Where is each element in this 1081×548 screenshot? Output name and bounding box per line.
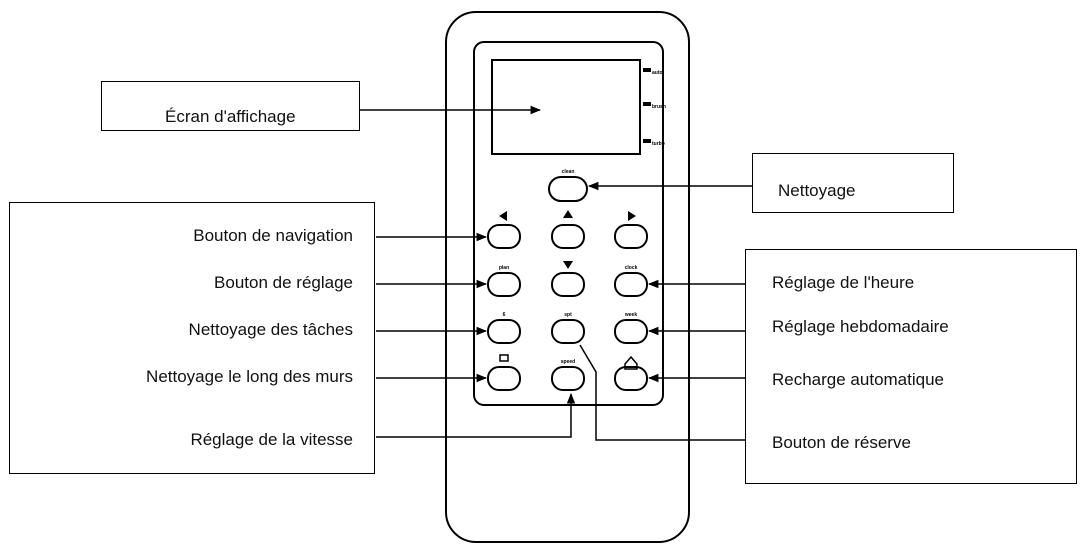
screen-tag-brush: brush [652,104,666,110]
week-button[interactable] [614,319,648,344]
clock-button[interactable] [614,272,648,297]
home-icon [624,355,638,370]
display-label: Écran d'affichage [165,107,296,126]
speed-tag: speed [561,359,575,365]
reserve-button[interactable] [551,319,585,344]
nav-right-button[interactable] [614,224,648,249]
screen-tag-icon [643,139,651,143]
spot-cleaning-label: Nettoyage des tâches [188,320,353,339]
nav-left-button[interactable] [487,224,521,249]
up-arrow-icon [563,210,573,218]
nav-down-button[interactable] [551,272,585,297]
wall-cleaning-label: Nettoyage le long des murs [146,367,353,386]
plan-tag: plan [499,265,509,271]
right-labels-box [745,249,1077,484]
home-button[interactable] [614,366,648,391]
screen-tag-icon [643,68,651,72]
reserve-tag: spt [564,312,572,318]
spot-tag: 6 [503,312,506,318]
setting-label: Bouton de réglage [214,273,353,292]
clean-tag: clean [562,169,575,175]
nav-up-button[interactable] [551,224,585,249]
screen-tag-icon [643,102,651,106]
week-tag: week [624,312,637,318]
screen-tag-turbo: turbo [652,141,665,147]
right-arrow-icon [628,211,636,221]
spot-button[interactable] [487,319,521,344]
down-arrow-icon [563,261,573,269]
cleaning-label-box [752,153,954,213]
speed-button[interactable] [551,366,585,391]
clock-setting-label: Réglage de l'heure [772,273,915,292]
left-labels-box [9,202,375,474]
plan-button[interactable] [487,272,521,297]
cleaning-label: Nettoyage [778,181,856,200]
speed-setting-label: Réglage de la vitesse [190,430,353,449]
clean-button[interactable] [548,176,588,202]
weekly-setting-label: Réglage hebdomadaire [772,317,949,336]
navigation-label: Bouton de navigation [193,226,353,245]
wall-button[interactable] [487,366,521,391]
wall-cleaning-icon [499,354,509,362]
display-label-box [101,81,360,131]
left-arrow-icon [499,211,507,221]
clock-tag: clock [625,265,638,271]
display-screen [491,59,641,155]
reserve-button-label: Bouton de réserve [772,433,911,452]
auto-recharge-label: Recharge automatique [772,370,945,389]
screen-tag-auto: auto [652,70,663,76]
remote-panel [473,41,664,406]
